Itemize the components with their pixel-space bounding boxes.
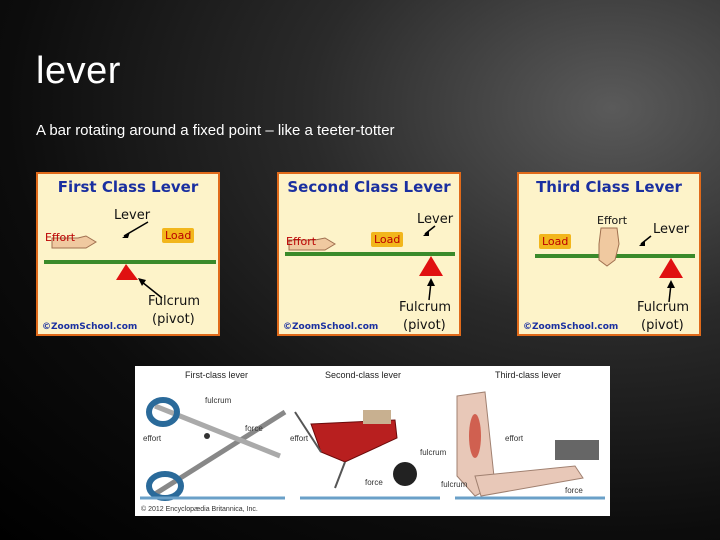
copyright-text: ©ZoomSchool.com [42,322,138,332]
lever-label: Lever [653,222,690,237]
third-class-heading: Third-class lever [495,370,562,380]
hand-icon [288,237,336,251]
wheelbarrow-force-label: force [365,478,383,487]
wheelbarrow-effort-label: effort [290,434,309,443]
lever-bar [44,260,216,264]
lever-bar [285,252,455,256]
first-class-heading: First-class lever [185,370,249,380]
fulcrum-triangle [419,256,443,276]
slide-subtitle: A bar rotating around a fixed point – li… [36,122,395,139]
arm-force-label: force [565,486,583,495]
fulcrum-triangle [659,258,683,278]
wheelbarrow-fulcrum-label: fulcrum [420,448,447,457]
lever-label: Lever [417,212,454,227]
fulcrum-label: Fulcrum [399,300,452,315]
pivot-label: (pivot) [403,318,446,333]
third-class-lever-panel: Third Class Lever Effort Lever Load Fulc… [517,172,701,336]
fulcrum-label: Fulcrum [637,300,690,315]
load-label: Load [162,228,195,243]
hand-icon [598,227,620,267]
load-label: Load [539,234,572,249]
pivot-label: (pivot) [641,318,684,333]
second-class-lever-panel: Second Class Lever Lever Effort Load Ful… [277,172,461,336]
scissors-fulcrum-label: fulcrum [205,396,232,405]
load-label: Load [371,232,404,247]
lever-examples-drawing [140,391,605,501]
arm-icon [456,391,599,497]
fulcrum-triangle [116,264,138,280]
copyright-text: ©ZoomSchool.com [283,322,379,332]
arm-fulcrum-label: fulcrum [441,480,468,489]
second-class-lever-diagram [285,225,455,301]
panel-title: First Class Lever [57,178,199,196]
fulcrum-arrow [141,281,163,299]
britannica-copyright: © 2012 Encyclopædia Britannica, Inc. [141,506,258,513]
copyright-text: ©ZoomSchool.com [523,322,619,332]
lever-label: Lever [114,208,151,223]
first-class-lever-panel: First Class Lever Lever Effort Load Fulc… [36,172,220,336]
wheelbarrow-icon [294,410,417,489]
hand-icon [51,235,97,249]
slide-title: lever [36,50,121,92]
effort-label: Effort [286,235,317,248]
scissors-icon [146,397,287,501]
panel-title: Third Class Lever [536,178,682,196]
second-class-heading: Second-class lever [325,370,402,380]
britannica-lever-illustration: First-class lever Second-class lever Thi… [135,366,610,516]
first-class-lever-diagram [44,221,216,299]
pivot-label: (pivot) [152,312,195,327]
effort-label: Effort [597,214,628,227]
arm-effort-label: effort [505,434,524,443]
scissors-force-label: force [245,424,263,433]
fulcrum-label: Fulcrum [148,294,201,309]
effort-label: Effort [45,231,76,244]
scissors-effort-label: effort [143,434,162,443]
panel-title: Second Class Lever [287,178,451,196]
third-class-lever-diagram [535,227,695,303]
